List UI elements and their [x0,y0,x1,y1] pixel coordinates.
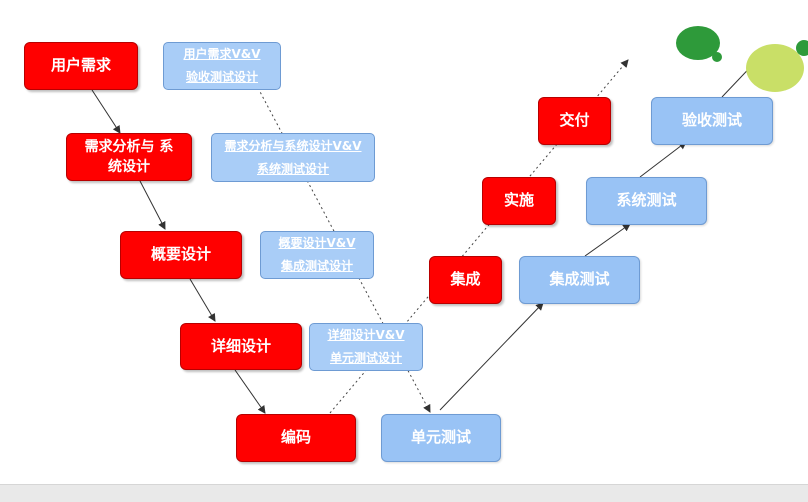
arrow-requirements-to-analysis [91,89,121,134]
arrow-unit-to-integration-test [439,302,544,411]
phase-label: 验收测试 [681,111,742,130]
decorative-green-edge [796,40,808,56]
decorative-lime-blob [746,44,804,92]
arrow-detail-to-coding [234,369,266,414]
phase-integration-test: 集成测试 [519,256,640,304]
phase-system-test: 系统测试 [586,177,707,225]
vv-user-requirements: 用户需求V&V 验收测试设计 [163,42,281,90]
phase-outline-design: 概要设计 [120,231,242,279]
phase-coding: 编码 [236,414,356,462]
arrow-system-to-acceptance-test [639,141,687,178]
phase-unit-test: 单元测试 [381,414,501,462]
arrow-integration-to-system-test [584,223,631,257]
vv-line2: 集成测试设计 [280,259,353,273]
phase-delivery: 交付 [538,97,611,145]
phase-label: 单元测试 [410,428,471,447]
phase-detailed-design: 详细设计 [180,323,302,370]
phase-label: 交付 [559,111,590,130]
phase-label: 系统测试 [616,191,677,210]
vv-line1: 用户需求V&V [183,47,261,62]
decorative-green-dot [712,52,722,62]
vv-line2: 单元测试设计 [329,351,402,365]
phase-label: 详细设计 [210,336,271,355]
vv-line1: 需求分析与系统设计V&V [224,138,362,153]
vv-line2: 验收测试设计 [185,70,258,84]
phase-implementation: 实施 [482,177,556,225]
vv-line1: 概要设计V&V [278,236,356,251]
v-model-diagram: 用户需求 需求分析与 系统设计 概要设计 详细设计 编码 用户需求V&V 验收测… [0,0,808,484]
vv-line1: 详细设计V&V [327,328,405,343]
phase-requirements-analysis: 需求分析与 系统设计 [66,133,192,181]
phase-label: 集成 [450,270,481,289]
phase-label: 用户需求 [50,56,111,75]
phase-label: 需求分析与 系统设计 [84,138,174,175]
bottom-band [0,484,808,502]
phase-label: 集成测试 [549,270,610,289]
vv-line2: 系统测试设计 [256,161,329,176]
phase-label: 实施 [503,191,534,210]
vv-outline-design: 概要设计V&V 集成测试设计 [260,231,374,279]
vv-detailed-design: 详细设计V&V 单元测试设计 [309,323,423,371]
phase-user-requirements: 用户需求 [24,42,138,90]
phase-label: 概要设计 [150,245,211,264]
arrow-outline-to-detail [189,278,216,322]
phase-acceptance-test: 验收测试 [651,97,773,145]
phase-label: 编码 [280,428,311,447]
arrow-analysis-to-outline [139,180,166,230]
vv-requirements-analysis: 需求分析与系统设计V&V 系统测试设计 [211,133,375,182]
phase-integration: 集成 [429,256,502,304]
